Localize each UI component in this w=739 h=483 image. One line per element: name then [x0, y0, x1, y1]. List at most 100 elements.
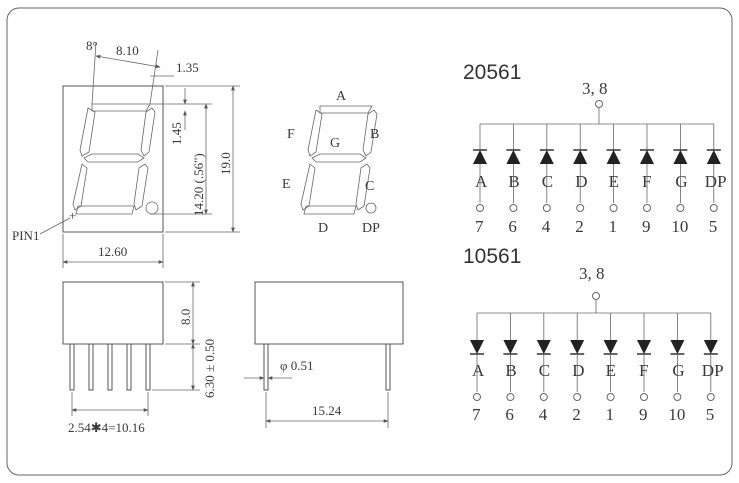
pin-number: 5 [706, 405, 715, 424]
pin-terminal [676, 204, 685, 212]
diode-column: B6 [503, 313, 518, 424]
segment-name: B [505, 361, 516, 380]
pin-number: 5 [709, 217, 718, 236]
pin-number: 10 [668, 405, 685, 424]
common-pins-20561: 3, 8 [582, 79, 608, 98]
pin-terminal [673, 393, 682, 401]
front-digit-outline [72, 103, 156, 215]
drawing-border [6, 7, 733, 476]
segment-name: B [508, 172, 519, 191]
diode-icon [637, 340, 651, 354]
pin-number: 6 [505, 405, 514, 424]
pin-terminal [706, 393, 715, 401]
diode-icon [473, 150, 487, 164]
dim-pin-diameter: φ 0.51 [280, 358, 314, 373]
segment-label-f: F [287, 127, 295, 142]
pin-terminal [539, 393, 548, 401]
diode-icon [670, 340, 685, 354]
diode-column: DP 5 [705, 124, 727, 236]
diode-column: A7 [473, 124, 488, 236]
diode-icon [539, 150, 554, 164]
dim-row-spacing: 15.24 [312, 403, 342, 418]
segment-label-c: C [365, 179, 374, 194]
pin-terminal [640, 393, 648, 401]
diode-icon [503, 340, 518, 354]
pin-number: 1 [606, 405, 615, 424]
dim-digit-height: 14.20 (.56") [191, 153, 206, 216]
dim-body-width: 12.60 [98, 244, 127, 259]
diode-column: G 10 [668, 313, 685, 424]
front-dp-dot [145, 201, 159, 215]
segment-name: F [642, 172, 651, 191]
dim-seg-gap: 1.45 [169, 122, 184, 145]
side-view-left: 8.0 6.30 ± 0.50 2.54✱4=10.16 [62, 281, 217, 435]
front-view: + PIN1 8° 8.10 1.35 19.0 14.20 (.56") 1.… [12, 38, 240, 268]
pin-number: 10 [671, 217, 688, 236]
diode-icon [603, 340, 618, 354]
diode-icon [573, 150, 588, 164]
diode-column: C4 [536, 313, 551, 424]
pin-number: 2 [575, 217, 584, 236]
segment-name: G [675, 172, 687, 191]
segment-name: F [639, 361, 648, 380]
display-body-outline [62, 85, 164, 233]
segment-name: A [475, 172, 488, 191]
segment-label-dp: DP [362, 221, 380, 236]
circuit-title-20561: 20561 [463, 61, 521, 84]
pin1-label: PIN1 [12, 228, 39, 243]
segment-name: D [575, 172, 587, 191]
segment-name: G [672, 361, 684, 380]
diode-column: F9 [637, 313, 651, 424]
segment-dp-dot [365, 202, 377, 214]
diode-icon [470, 340, 484, 354]
side-view-right: φ 0.51 15.24 [244, 281, 404, 428]
pin-number: 4 [539, 405, 548, 424]
segment-name: E [609, 172, 619, 191]
segment-label-b: B [370, 127, 379, 142]
dim-body-height: 8.0 [178, 309, 193, 325]
segment-name: C [542, 172, 553, 191]
diode-icon [536, 340, 551, 354]
common-pins-10561: 3, 8 [579, 264, 605, 283]
diode-column: G 10 [671, 124, 688, 236]
diode-column: A7 [470, 313, 485, 424]
pin-terminal [576, 204, 585, 212]
dim-pin-length: 6.30 ± 0.50 [202, 339, 217, 398]
diode-column: D2 [570, 313, 584, 424]
diode-icon [506, 150, 521, 164]
pin-number: 1 [609, 217, 618, 236]
pin-number: 7 [475, 217, 484, 236]
dim-angle: 8° [86, 38, 98, 53]
pin-number: 2 [572, 405, 581, 424]
dim-seg-thick: 1.35 [176, 60, 199, 75]
circuit-title-10561: 10561 [463, 245, 521, 268]
pin-number: 9 [639, 405, 648, 424]
segment-name: E [606, 361, 616, 380]
diode-icon [570, 340, 585, 354]
diode-column: B6 [506, 124, 521, 236]
segment-label-a: A [336, 89, 347, 104]
segment-name: DP [705, 172, 727, 191]
pin-terminal [709, 204, 718, 212]
diode-column: C4 [539, 124, 554, 236]
diode-icon [706, 150, 721, 164]
pin-number: 7 [472, 405, 481, 424]
pin-terminal [509, 204, 518, 212]
diode-column: E1 [603, 313, 618, 424]
segment-label-e: E [282, 177, 291, 192]
pin-terminal [609, 204, 618, 212]
pin-terminal [476, 204, 484, 212]
pin-terminal [542, 204, 551, 212]
segment-name: DP [702, 361, 724, 380]
segment-view: A B C D E F G DP [282, 89, 380, 236]
pin-terminal [573, 393, 582, 401]
pin-terminal [506, 393, 515, 401]
diode-column: E1 [606, 124, 621, 236]
segment-name: C [539, 361, 550, 380]
dim-width-top: 8.10 [116, 43, 139, 58]
pin-number: 4 [542, 217, 551, 236]
pin-terminal [643, 204, 651, 212]
